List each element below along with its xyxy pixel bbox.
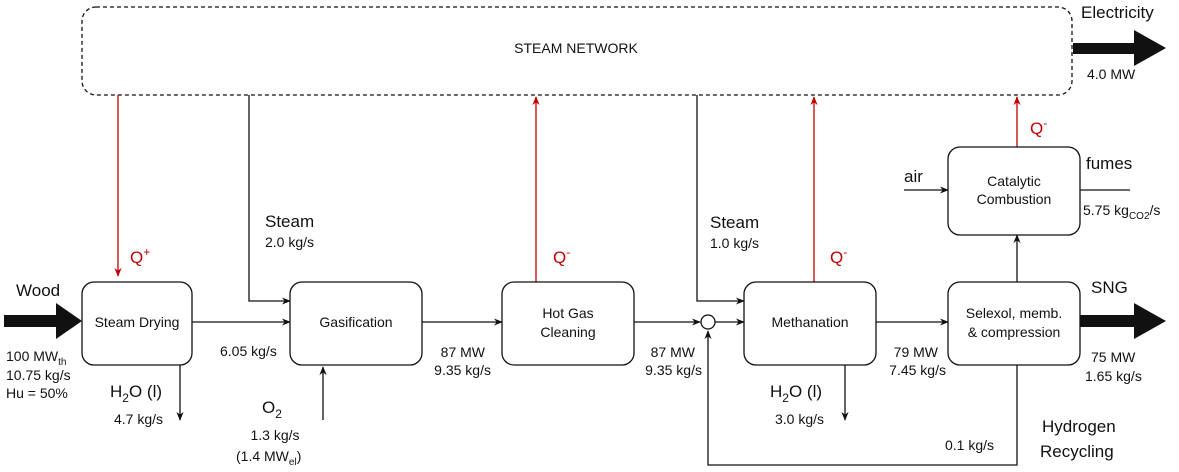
fumes-flow: 5.75 kgCO2/s [1083, 202, 1160, 222]
catalytic-label-1: Catalytic [987, 173, 1041, 189]
steam-gasif-flow: 2.0 kg/s [265, 234, 314, 250]
steam-gasif-label: Steam [265, 212, 314, 231]
steam-to-gasification-arrow [248, 95, 291, 305]
sng-power: 75 MW [1091, 349, 1136, 365]
sng-output-arrow [1080, 303, 1166, 339]
drying-water-flow: 4.7 kg/s [114, 411, 163, 427]
q-plus-label: Q+ [130, 245, 150, 267]
selexol-label-2: & compression [968, 324, 1061, 340]
steam-network-label: STEAM NETWORK [514, 40, 638, 56]
gasif-out-flow: 9.35 kg/s [434, 362, 491, 378]
steam-network-box [81, 6, 1073, 96]
methanation-label: Methanation [771, 314, 848, 330]
meth-out-power: 79 MW [894, 344, 939, 360]
hot-gas-cleaning-label-1: Hot Gas [542, 305, 593, 321]
o2-label: O2 [262, 398, 282, 421]
o2-flow: 1.3 kg/s [250, 427, 299, 443]
recycle-label-1: Hydrogen [1042, 417, 1116, 436]
wood-input-arrow [4, 303, 82, 339]
fumes-label: fumes [1086, 154, 1132, 173]
hgc-out-power: 87 MW [651, 344, 696, 360]
electricity-label: Electricity [1081, 3, 1154, 22]
gasification-label: Gasification [319, 314, 392, 330]
wood-humidity: Hu = 50% [6, 385, 68, 401]
steam-to-methanation-arrow [696, 95, 745, 305]
recycle-flow: 0.1 kg/s [945, 437, 994, 453]
electricity-output-arrow [1073, 30, 1166, 66]
meth-water-label: H2O (l) [770, 382, 822, 405]
selexol-label-1: Selexol, memb. [966, 305, 1062, 321]
meth-water-flow: 3.0 kg/s [775, 411, 824, 427]
methanation-box [743, 281, 877, 366]
recycle-label-2: Recycling [1040, 442, 1114, 461]
o2-power: (1.4 MWel) [236, 448, 301, 468]
wood-flow: 10.75 kg/s [6, 367, 71, 383]
hydrogen-recycle-arrow [704, 330, 1018, 466]
drying-water-label: H2O (l) [110, 382, 162, 405]
steam-drying-box [81, 281, 193, 366]
drying-out-flow: 6.05 kg/s [220, 343, 277, 359]
air-label: air [904, 167, 923, 186]
catalytic-combustion-box [947, 146, 1081, 236]
meth-out-flow: 7.45 kg/s [889, 362, 946, 378]
catalytic-label-2: Combustion [977, 191, 1052, 207]
steam-drying-label: Steam Drying [95, 314, 180, 330]
hot-gas-cleaning-label-2: Cleaning [540, 324, 595, 340]
q-minus-hgc-label: Q- [553, 245, 570, 267]
gasif-out-power: 87 MW [441, 344, 486, 360]
sng-label: SNG [1091, 278, 1128, 297]
hgc-out-flow: 9.35 kg/s [645, 362, 702, 378]
wood-label: Wood [16, 281, 60, 300]
steam-meth-flow: 1.0 kg/s [710, 235, 759, 251]
gasification-box [289, 281, 423, 366]
wood-power: 100 MWth [6, 348, 66, 368]
hot-gas-cleaning-box [501, 281, 635, 366]
q-minus-meth-label: Q- [830, 245, 847, 267]
sng-flow: 1.65 kg/s [1085, 368, 1142, 384]
electricity-power: 4.0 MW [1087, 66, 1136, 82]
selexol-box [947, 281, 1081, 366]
mixer-node [700, 314, 716, 330]
steam-meth-label: Steam [710, 213, 759, 232]
q-minus-catalytic-label: Q- [1030, 116, 1047, 138]
